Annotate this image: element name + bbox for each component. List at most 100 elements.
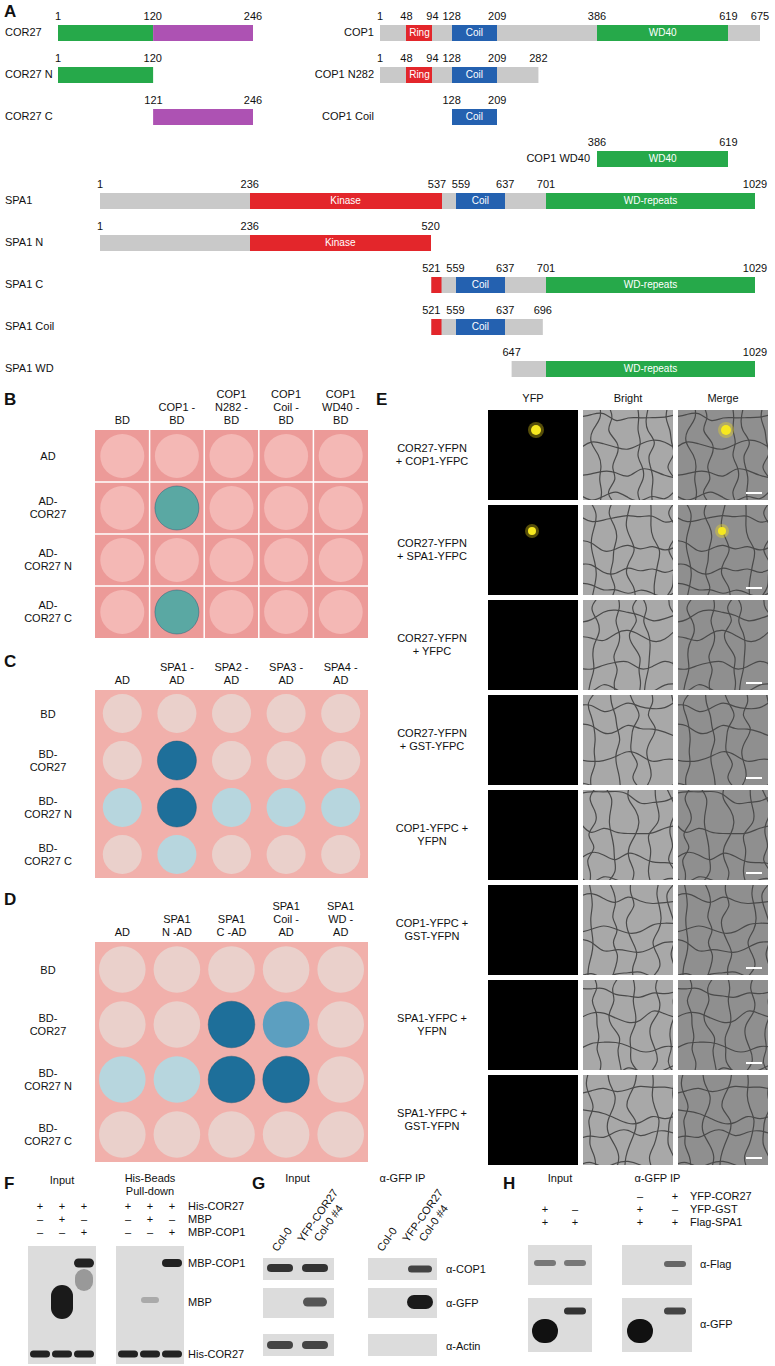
cell-wall [626,505,635,595]
colony [212,835,251,874]
domain-box: Coil [456,319,506,335]
cell-wall [590,505,596,595]
cell-wall [607,1075,618,1165]
kinase-fragment [431,319,441,335]
domain-box: WD40 [597,25,728,41]
figure-label: BD [22,963,74,976]
protein-backbone [431,277,755,293]
blot-band [532,1319,558,1343]
cell-wall [732,410,738,500]
cell-outlines [678,790,768,880]
blot-membrane [28,1246,96,1364]
figure-label: + [637,1216,643,1229]
figure-label: COR27-YFPN + COP1-YFPC [395,442,469,468]
blue-colony [321,788,360,827]
figure-label: + [147,1213,153,1226]
figure-label: BD- COR27 C [22,1122,74,1148]
yfp-image [488,600,578,690]
cell-wall [761,410,768,500]
figure-label: AD [22,450,74,463]
figure-label: 521 [422,304,440,317]
yfp-glow [525,524,539,538]
cell-wall [721,505,730,595]
cell-wall [592,980,601,1070]
cell-wall [625,1075,637,1165]
plate-grid-line [95,585,368,587]
figure-label: BD- COR27 N [22,1067,74,1093]
cell-wall [583,1086,673,1094]
yfp-signal [531,425,541,435]
yeast-plate [95,430,368,638]
colony [321,741,360,780]
domain-name: Coil [466,25,483,41]
protein-backbone [512,361,755,377]
cell-wall [740,695,750,785]
cell-wall [743,790,754,880]
figure-label: 520 [421,220,439,233]
figure-label: MBP-COP1 [188,1226,245,1239]
cell-outlines [583,505,673,595]
domain-name: Ring [409,67,430,83]
figure-label: COR27-YFPN + SPA1-YFPC [395,537,469,563]
figure-label: YFP-COR27 Col-0 #4 [294,1185,353,1254]
scale-bar [746,587,762,589]
yfp-glow [715,524,729,538]
protein-backbone [100,235,431,251]
cell-wall [724,695,736,785]
cell-wall [669,600,673,690]
figure-label: + [542,1203,548,1216]
figure-label: SPA1 WD [5,362,54,375]
cell-wall [649,1075,659,1165]
domain-box: WD-repeats [546,361,755,377]
figure-label: COR27 C [5,110,53,123]
colony [264,538,308,582]
colony [319,590,363,634]
cell-wall [683,600,694,690]
cell-wall [609,885,618,975]
figure-label: + [147,1200,153,1213]
blot-membrane [116,1246,184,1364]
figure-label: α-GFP IP [635,1172,681,1185]
cell-wall [678,1161,768,1165]
domain-name: WD-repeats [624,277,677,293]
cell-wall [637,410,643,500]
figure-label: + [542,1216,548,1229]
scale-bar [746,492,762,494]
blue-colony [157,741,196,780]
cell-wall [678,440,768,449]
panel-letter: C [4,652,16,672]
colony [319,434,363,478]
cell-wall [699,790,710,880]
colony [100,590,144,634]
figure-label: 1029 [743,346,767,359]
figure-label: BD- COR27 C [22,842,74,868]
figure-label: YFP-COR27 Col-0 #4 [399,1185,458,1254]
cell-wall [678,821,768,833]
plate-grid-line [95,481,368,483]
figure-label: 121 [144,94,162,107]
cell-wall [681,1075,690,1165]
figure-label: 647 [502,346,520,359]
bright-field-image [678,790,768,880]
cor27-nterm-bar [58,67,153,83]
cell-outlines [583,600,673,690]
figure-label: + [59,1213,65,1226]
cell-wall [665,505,673,595]
colony [319,486,363,530]
domain-name: Coil [472,277,489,293]
yfp-image [488,505,578,595]
protein-backbone [380,25,760,41]
bright-field-image [678,600,768,690]
colony [103,694,142,733]
domain-name: WD-repeats [624,361,677,377]
figure-label: 1 [97,178,103,191]
figure-label: 1029 [743,178,767,191]
figure-label: BD- COR27 [22,1012,74,1038]
blot-band [118,1351,138,1358]
colony [100,486,144,530]
cell-wall [583,752,673,762]
cell-wall [671,695,673,785]
colony [212,694,251,733]
domain-name: Ring [409,25,430,41]
cell-wall [678,1086,768,1094]
